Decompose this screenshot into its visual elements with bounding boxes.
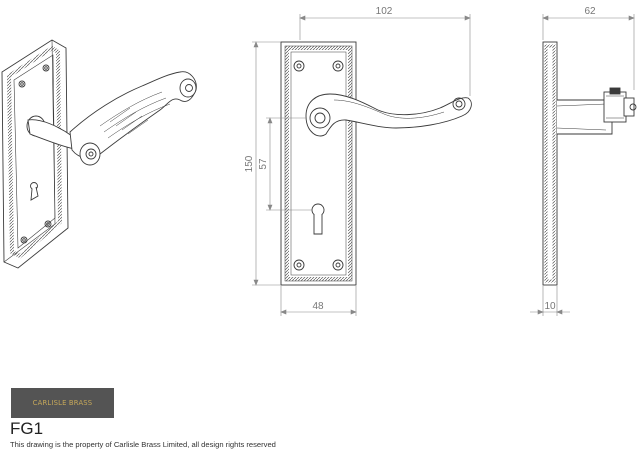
carlisle-brass-logo: CARLISLE BRASS xyxy=(11,388,114,418)
side-view xyxy=(542,41,637,286)
copyright-notice: This drawing is the property of Carlisle… xyxy=(10,440,276,449)
dim-10-label: 10 xyxy=(544,301,556,312)
dim-57-label: 57 xyxy=(258,158,269,170)
front-dimensions xyxy=(252,14,471,316)
dim-102-label: 102 xyxy=(376,6,393,17)
dim-48-label: 48 xyxy=(312,301,324,312)
dim-150-label: 150 xyxy=(244,155,255,172)
dim-62-label: 62 xyxy=(584,6,596,17)
isometric-view xyxy=(1,39,197,269)
logo-text: CARLISLE BRASS xyxy=(32,399,93,407)
side-dimensions xyxy=(530,14,635,316)
front-view xyxy=(280,41,472,286)
product-code: FG1 xyxy=(10,419,44,438)
